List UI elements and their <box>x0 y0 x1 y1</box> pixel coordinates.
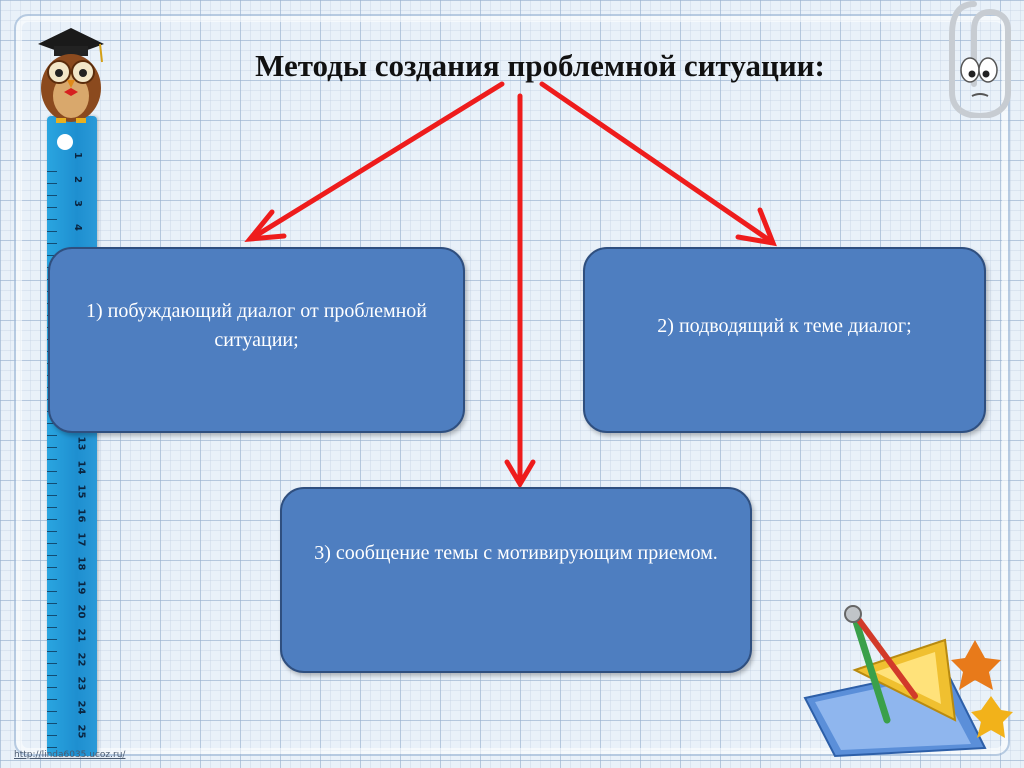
source-link[interactable]: http://linda6035.ucoz.ru/ <box>14 750 126 760</box>
owl-graduate-icon <box>38 28 104 123</box>
method-box-2-text: 2) подводящий к теме диалог; <box>657 315 912 337</box>
slide-title: Методы создания проблемной ситуации: <box>255 48 825 83</box>
slide-frame <box>14 14 1010 756</box>
method-box-2: 2) подводящий к теме диалог; <box>583 247 986 433</box>
paperclip-face-icon <box>949 1 1011 118</box>
arrow-to-box-2 <box>539 81 777 247</box>
arrow-to-box-1 <box>244 81 505 243</box>
ruler-hole <box>57 134 73 150</box>
drawing-tools-icon <box>803 605 1013 758</box>
method-box-1-text: 1) побуждающий диалог от проблемной ситу… <box>85 300 428 351</box>
method-box-3: 3) сообщение темы с мотивирующим приемом… <box>280 487 752 673</box>
arrow-to-box-3 <box>504 93 536 489</box>
method-box-1: 1) побуждающий диалог от проблемной ситу… <box>48 247 465 433</box>
method-box-3-text: 3) сообщение темы с мотивирующим приемом… <box>314 542 718 564</box>
